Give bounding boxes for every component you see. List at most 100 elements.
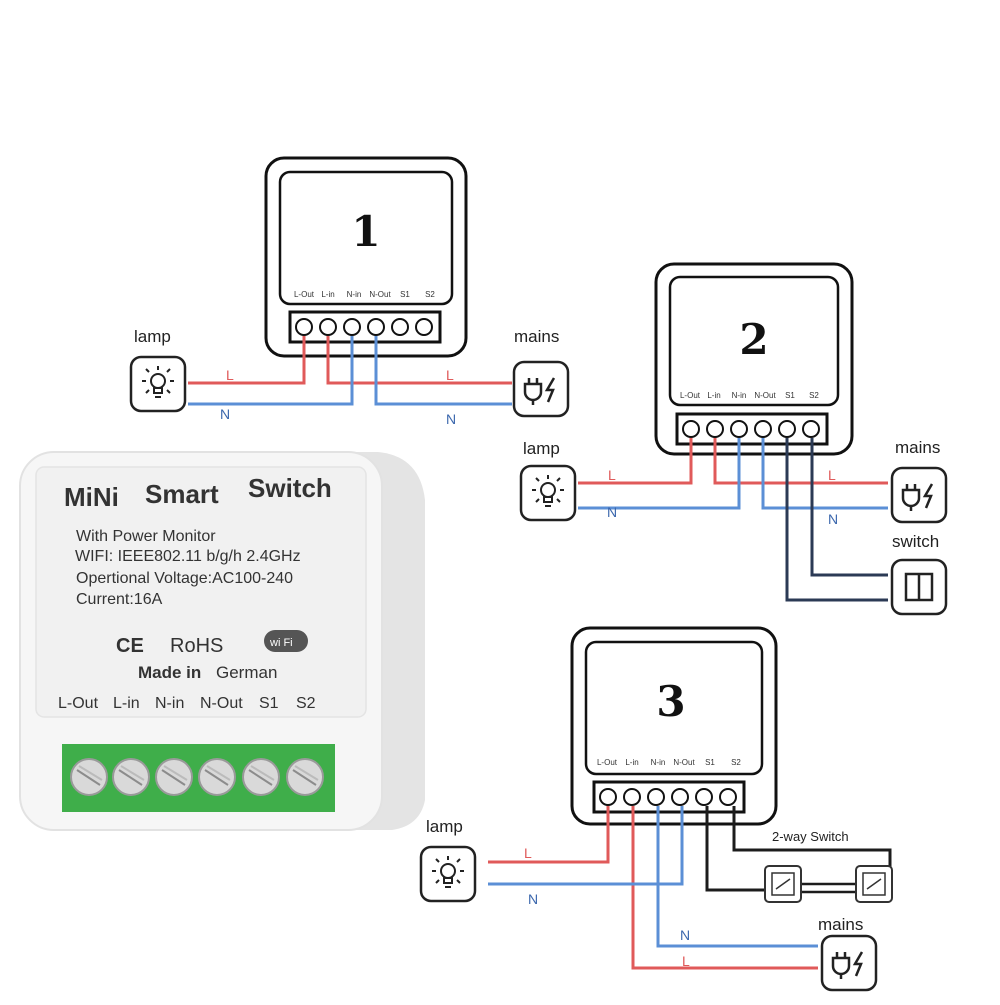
wire-label-n: N bbox=[446, 411, 456, 427]
made-in-bold: Made in bbox=[138, 663, 201, 682]
diagram-3: 3 L-Out L-in N-in N-Out S1 S2 2-way bbox=[419, 626, 893, 992]
two-way-switch-label: 2-way Switch bbox=[772, 829, 849, 844]
terminal-label: N-Out bbox=[369, 290, 391, 299]
module-3-terminal-block bbox=[592, 780, 746, 814]
screw-icon bbox=[155, 758, 193, 796]
bulb-icon bbox=[129, 355, 187, 413]
wire-neutral bbox=[188, 336, 354, 406]
terminal-label: L-in bbox=[321, 290, 334, 299]
screw-icon bbox=[198, 758, 236, 796]
terminal-label: S1 bbox=[705, 758, 715, 767]
wire-live bbox=[326, 336, 512, 385]
wire-label-l: L bbox=[226, 367, 234, 383]
module-3-number: 3 bbox=[656, 677, 685, 726]
spec-line: With Power Monitor bbox=[76, 528, 216, 545]
terminal-label: L-Out bbox=[58, 695, 99, 712]
wire-neutral bbox=[761, 438, 888, 510]
wire-neutral bbox=[488, 806, 684, 886]
wire-live bbox=[713, 438, 888, 485]
terminal-label: N-in bbox=[347, 290, 362, 299]
spec-line: WIFI: IEEE802.11 b/g/h 2.4GHz bbox=[75, 548, 301, 565]
plug-icon bbox=[512, 360, 570, 418]
spec-line: Current:16A bbox=[76, 591, 163, 608]
terminal-label: L-in bbox=[707, 391, 720, 400]
lamp-label: lamp bbox=[523, 439, 560, 458]
module-1-terminal-block bbox=[288, 310, 442, 344]
terminal-label: S2 bbox=[809, 391, 819, 400]
module-3-label-panel bbox=[584, 640, 764, 776]
terminal-label: L-in bbox=[113, 695, 140, 712]
terminal-label: N-Out bbox=[200, 695, 243, 712]
wifi-logo-icon: wi Fi bbox=[264, 630, 308, 652]
terminal-label: L-Out bbox=[680, 391, 701, 400]
wire-label-l: L bbox=[828, 467, 836, 483]
plug-icon bbox=[820, 934, 878, 992]
switch-label: switch bbox=[892, 532, 939, 551]
diagram-2: 2 L-Out L-in N-in N-Out S1 S2 L L N N la… bbox=[519, 262, 948, 616]
screw-icon bbox=[286, 758, 324, 796]
two-way-switch-b bbox=[855, 865, 893, 903]
wire-neutral bbox=[578, 438, 741, 510]
wire-switch bbox=[810, 438, 888, 577]
rohs-mark: RoHS bbox=[170, 635, 223, 657]
mains-label: mains bbox=[895, 438, 940, 457]
wire-label-n: N bbox=[828, 511, 838, 527]
terminal-label: S2 bbox=[296, 695, 316, 712]
module-2-terminal-block bbox=[675, 412, 829, 446]
lamp-label: lamp bbox=[426, 817, 463, 836]
wire-switch bbox=[705, 806, 782, 892]
wire-label-n: N bbox=[220, 406, 230, 422]
bulb-icon bbox=[519, 464, 577, 522]
wire-switch bbox=[785, 438, 888, 602]
terminal-label: N-in bbox=[651, 758, 666, 767]
wire-live bbox=[188, 336, 306, 385]
wire-neutral bbox=[374, 336, 512, 406]
wire-neutral bbox=[656, 806, 818, 948]
terminal-label: S2 bbox=[425, 290, 435, 299]
wire-label-l: L bbox=[682, 953, 690, 969]
diagram-1: 1 L-Out L-in N-in N-Out S1 S2 L L N N la… bbox=[129, 156, 570, 427]
device-label-panel bbox=[35, 466, 367, 718]
wire-label-n: N bbox=[607, 504, 617, 520]
device-screw-terminals bbox=[70, 758, 324, 796]
wire-label-n: N bbox=[528, 891, 538, 907]
terminal-label: S1 bbox=[785, 391, 795, 400]
wire-live bbox=[488, 806, 610, 864]
module-2-label-panel bbox=[668, 275, 840, 407]
bulb-icon bbox=[419, 845, 477, 903]
terminal-label: N-in bbox=[732, 391, 747, 400]
terminal-label: L-in bbox=[625, 758, 638, 767]
terminal-label: N-Out bbox=[754, 391, 776, 400]
terminal-label: S1 bbox=[400, 290, 410, 299]
terminal-label: L-Out bbox=[597, 758, 618, 767]
mains-label: mains bbox=[818, 915, 863, 934]
product-title-switch: Switch bbox=[248, 473, 332, 503]
module-1-terminal-labels: L-Out L-in N-in N-Out S1 S2 bbox=[294, 290, 435, 299]
made-in-country: German bbox=[216, 663, 277, 682]
product-title-mini: MiNi bbox=[64, 482, 119, 512]
terminal-label: N-Out bbox=[673, 758, 695, 767]
terminal-label: S2 bbox=[731, 758, 741, 767]
wire-label-l: L bbox=[608, 467, 616, 483]
wire-label-l: L bbox=[524, 845, 532, 861]
wire-label-l: L bbox=[446, 367, 454, 383]
terminal-label: N-in bbox=[155, 695, 184, 712]
module-1-label-panel bbox=[278, 170, 454, 306]
svg-text:wi Fi: wi Fi bbox=[269, 637, 293, 649]
module-2-number: 2 bbox=[739, 315, 768, 364]
screw-icon bbox=[112, 758, 150, 796]
mains-label: mains bbox=[514, 327, 559, 346]
terminal-label: L-Out bbox=[294, 290, 315, 299]
module-3-terminal-labels: L-Out L-in N-in N-Out S1 S2 bbox=[597, 758, 741, 767]
module-1-number: 1 bbox=[351, 207, 380, 256]
wire-label-n: N bbox=[680, 927, 690, 943]
spec-line: Opertional Voltage:AC100-240 bbox=[76, 570, 293, 587]
lamp-label: lamp bbox=[134, 327, 171, 346]
terminal-label: S1 bbox=[259, 695, 279, 712]
product-device: MiNi Smart Switch With Power Monitor WIF… bbox=[19, 451, 425, 831]
plug-icon bbox=[890, 466, 948, 524]
two-way-switch-a bbox=[764, 865, 802, 903]
product-title-smart: Smart bbox=[145, 479, 219, 509]
module-2-terminal-labels: L-Out L-in N-in N-Out S1 S2 bbox=[680, 391, 819, 400]
